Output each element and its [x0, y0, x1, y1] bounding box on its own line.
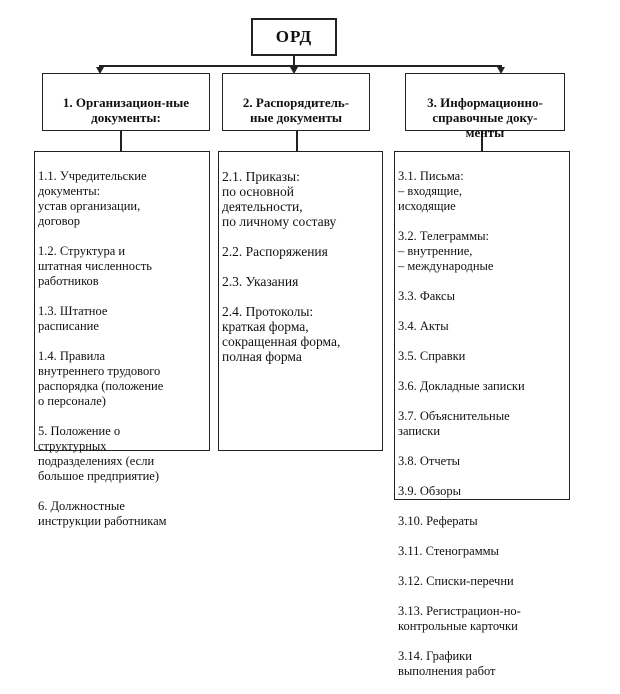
list-item: 2.2. Распоряжения	[222, 244, 328, 259]
category-label: 3. Информационно- справочные доку- менты	[427, 95, 543, 140]
list-item: 1.4. Правила внутреннего трудового распо…	[38, 349, 164, 408]
list-item: 3.12. Списки-перечни	[398, 574, 514, 588]
list-item: 3.5. Справки	[398, 349, 466, 363]
column-informational: 3.1. Письма: – входящие, исходящие 3.2. …	[394, 151, 570, 678]
list-item: 1.2. Структура и штатная численность раб…	[38, 244, 153, 288]
list-item: 3.2. Телеграммы: – внутренние, – междуна…	[398, 229, 494, 273]
column-organizational: 1.1. Учредительские документы: устав орг…	[34, 151, 210, 528]
root-box: ОРД	[251, 18, 337, 56]
connector-root-down	[293, 56, 295, 66]
list-item: 2.4. Протоколы: краткая форма, сокращенн…	[222, 304, 341, 364]
list-item: 3.13. Регистрацион-но- контрольные карто…	[398, 604, 521, 633]
category-box-administrative: 2. Распорядитель- ные документы	[222, 73, 370, 131]
root-label: ОРД	[275, 27, 313, 46]
connector-cat3-col3	[481, 131, 483, 151]
list-item: 3.3. Факсы	[398, 289, 456, 303]
list-item: 3.9. Обзоры	[398, 484, 462, 498]
list-item: 3.14. Графики выполнения работ	[398, 649, 496, 678]
list-item: 3.4. Акты	[398, 319, 449, 333]
list-item: 3.6. Докладные записки	[398, 379, 525, 393]
list-item: 5. Положение о структурных подразделения…	[38, 424, 160, 483]
list-item: 3.10. Рефераты	[398, 514, 478, 528]
list-item: 3.8. Отчеты	[398, 454, 461, 468]
category-box-organizational: 1. Организацион-ные документы:	[42, 73, 210, 131]
connector-horizontal	[99, 65, 501, 67]
category-label: 2. Распорядитель- ные документы	[242, 95, 350, 125]
list-item: 1.3. Штатное расписание	[38, 304, 108, 333]
list-item: 1.1. Учредительские документы: устав орг…	[38, 169, 147, 228]
category-box-informational: 3. Информационно- справочные доку- менты	[405, 73, 565, 140]
list-item: 3.7. Объяснительные записки	[398, 409, 510, 438]
list-item: 3.1. Письма: – входящие, исходящие	[398, 169, 464, 213]
list-item: 2.3. Указания	[222, 274, 299, 289]
arrow-cat3	[497, 67, 505, 74]
category-label: 1. Организацион-ные документы:	[62, 95, 190, 125]
arrow-cat1	[96, 67, 104, 74]
connector-cat1-col1	[120, 131, 122, 151]
column-administrative: 2.1. Приказы: по основной деятельности, …	[218, 151, 383, 451]
connector-cat2-col2	[296, 131, 298, 151]
arrow-cat2	[290, 67, 298, 74]
list-item: 2.1. Приказы: по основной деятельности, …	[222, 169, 337, 229]
list-item: 3.11. Стенограммы	[398, 544, 499, 558]
